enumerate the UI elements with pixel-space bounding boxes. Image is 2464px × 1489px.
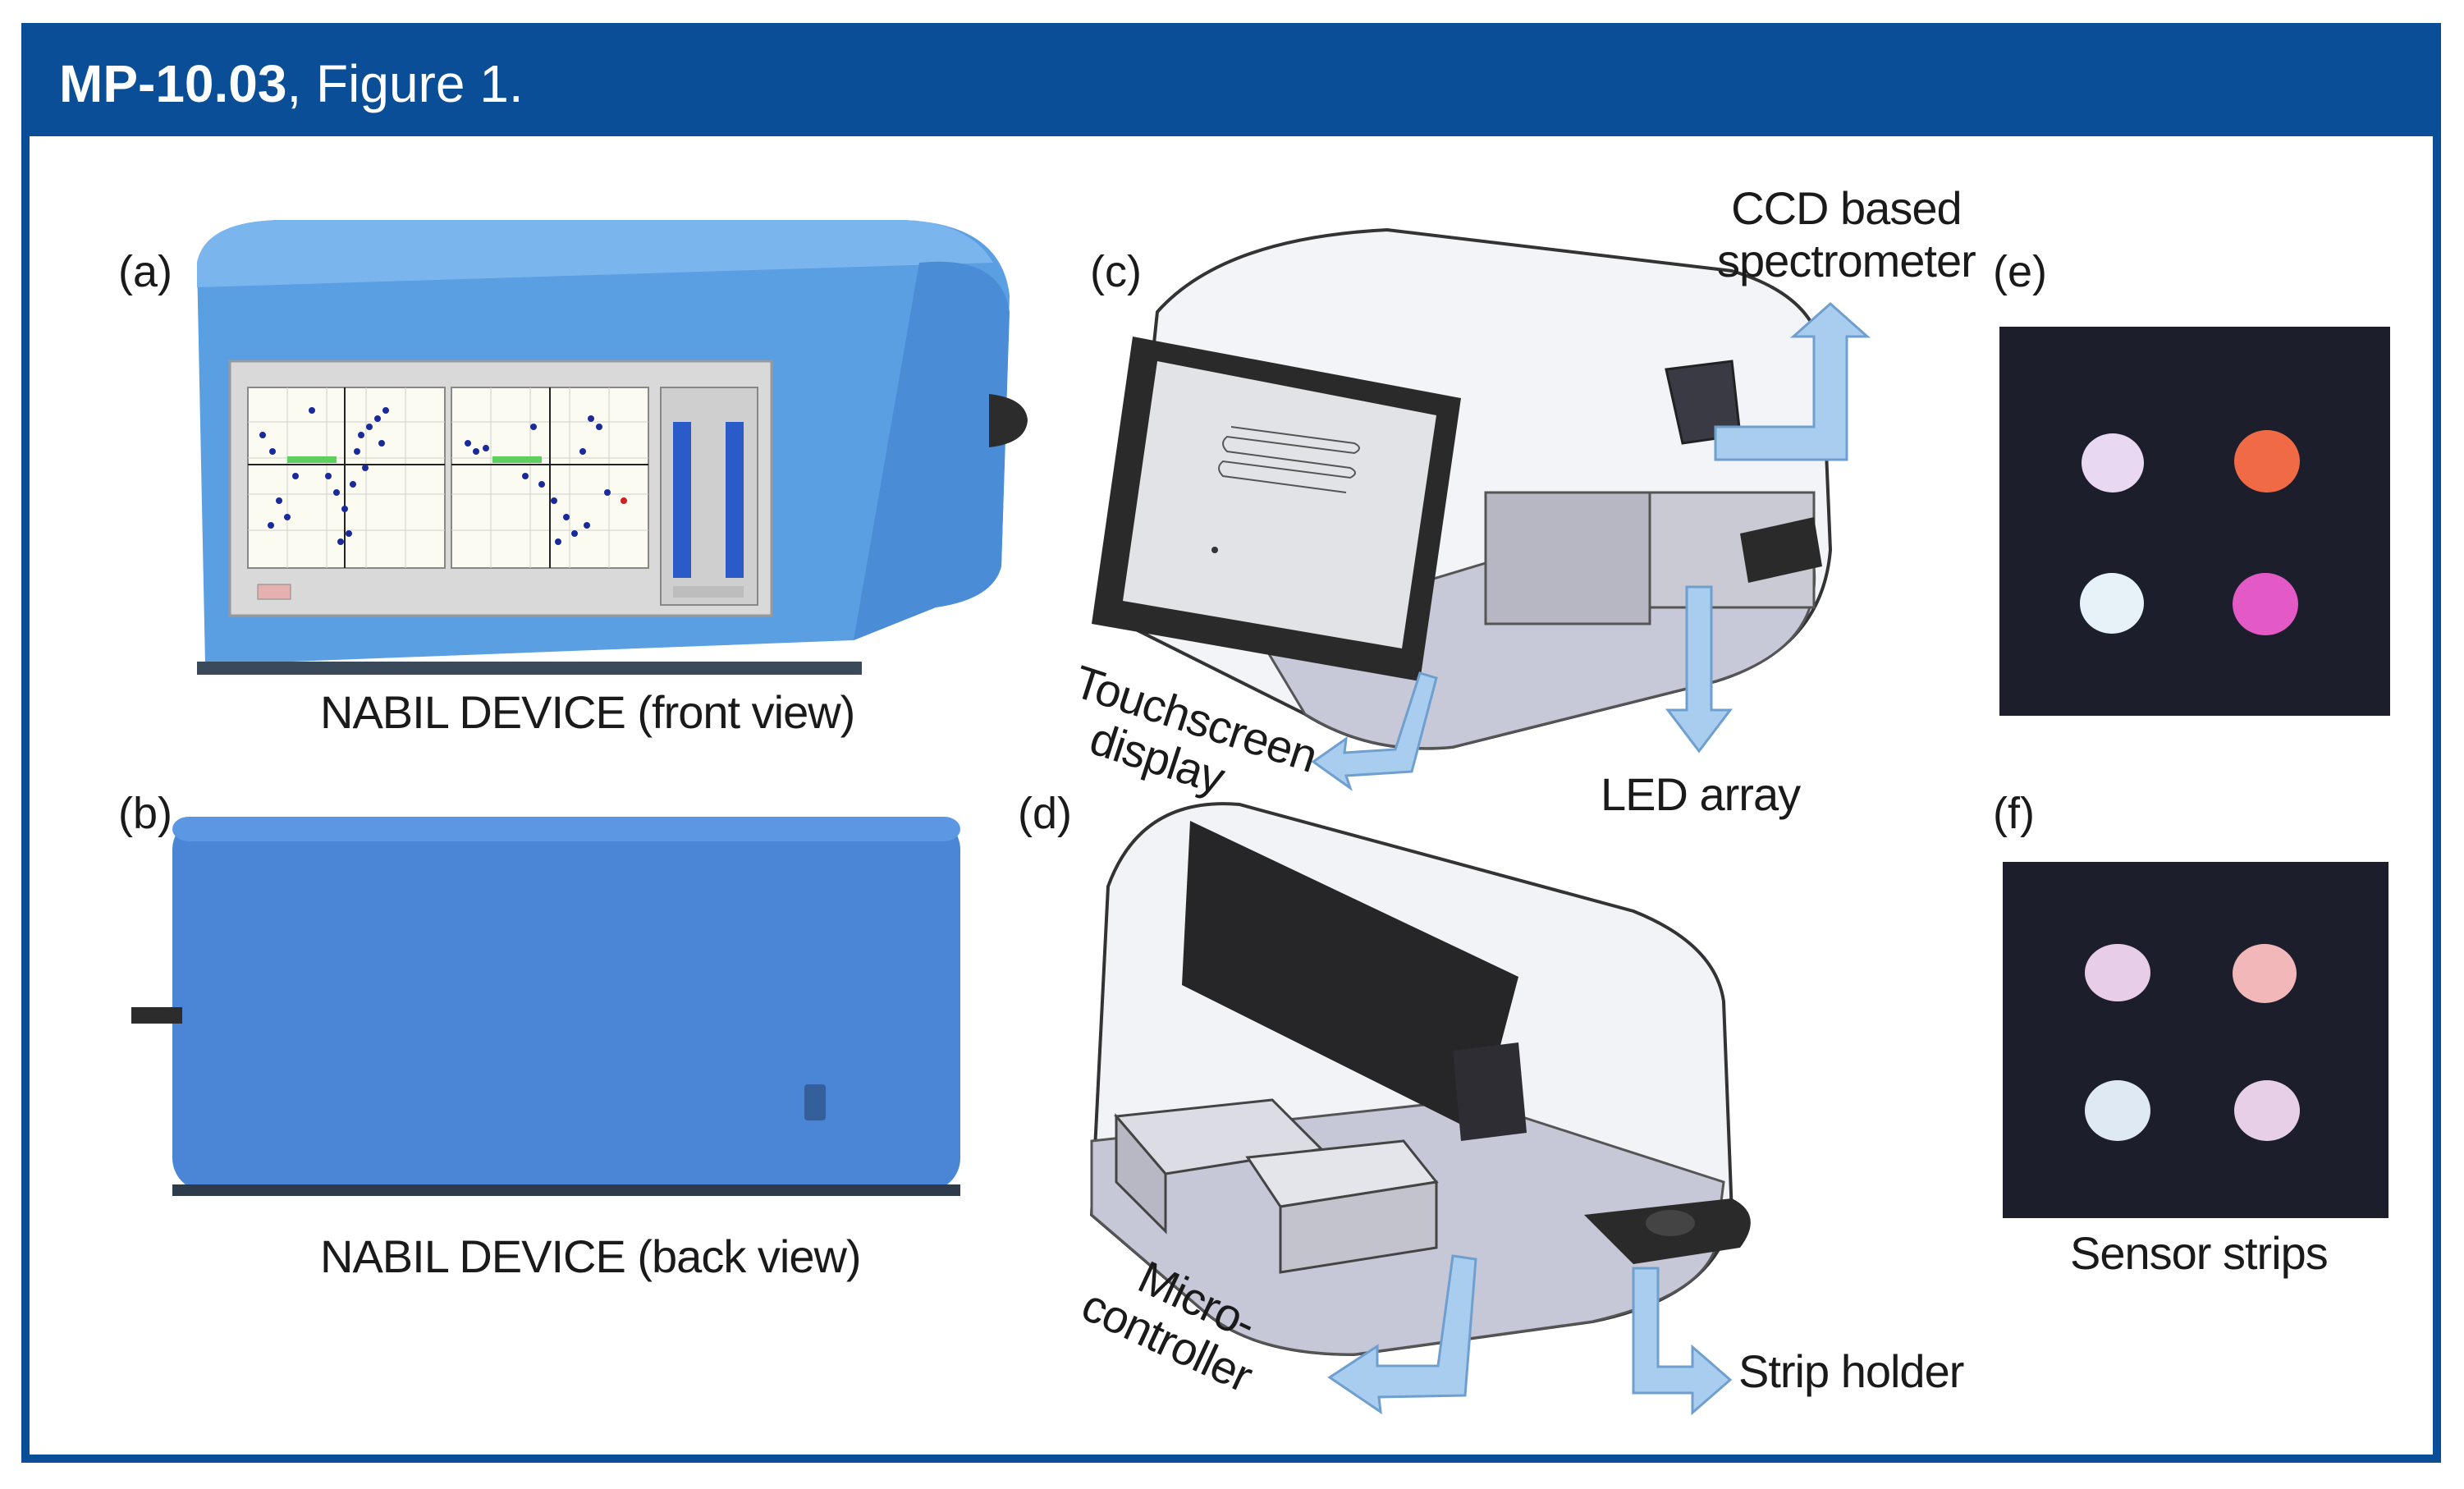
callout-strip-holder: Strip holder	[1738, 1345, 1964, 1397]
sensor-dot-e-4	[2233, 573, 2298, 635]
caption-sensor-strips: Sensor strips	[2070, 1227, 2329, 1279]
callout-ccd: CCD based spectrometer	[1717, 182, 1976, 287]
sensor-dot-e-1	[2082, 433, 2144, 493]
callout-ccd-line1: CCD based	[1731, 182, 1962, 234]
sensor-dot-f-2	[2233, 944, 2297, 1003]
arrow-strip-holder	[1632, 1267, 1733, 1416]
arrow-touchscreen	[1311, 671, 1438, 791]
panel-label-b: (b)	[118, 789, 172, 838]
arrow-microcontroller	[1327, 1254, 1477, 1415]
device-internal-illustration-d	[1089, 802, 1751, 1357]
panel-label-d: (d)	[1018, 789, 1072, 838]
sensor-dot-e-2	[2234, 430, 2300, 493]
panel-label-c: (c)	[1090, 247, 1142, 296]
arrow-led	[1665, 585, 1734, 754]
panel-label-a: (a)	[118, 247, 172, 296]
caption-front-view: NABIL DEVICE (front view)	[320, 686, 855, 738]
panel-label-e: (e)	[1993, 247, 2047, 296]
device-back-illustration	[131, 817, 960, 1196]
sensor-dot-e-3	[2080, 573, 2144, 634]
figure-title: , Figure 1.	[286, 54, 524, 113]
device-front-illustration	[197, 220, 1028, 675]
caption-back-view: NABIL DEVICE (back view)	[320, 1230, 862, 1282]
sensor-dot-f-1	[2085, 944, 2150, 1001]
sensor-photo-e	[1999, 327, 2390, 716]
figure-header: MP-10.03 , Figure 1.	[30, 31, 2433, 136]
sensor-photo-f	[2003, 862, 2388, 1218]
device-internal-illustration-c	[1092, 227, 1833, 750]
arrow-ccd	[1714, 301, 1871, 461]
panel-label-f: (f)	[1993, 789, 2035, 838]
sensor-dot-f-3	[2085, 1080, 2150, 1141]
callout-led-array: LED array	[1601, 768, 1801, 820]
figure-code: MP-10.03	[59, 54, 287, 113]
sensor-dot-f-4	[2234, 1080, 2300, 1141]
callout-ccd-line2: spectrometer	[1717, 235, 1976, 286]
